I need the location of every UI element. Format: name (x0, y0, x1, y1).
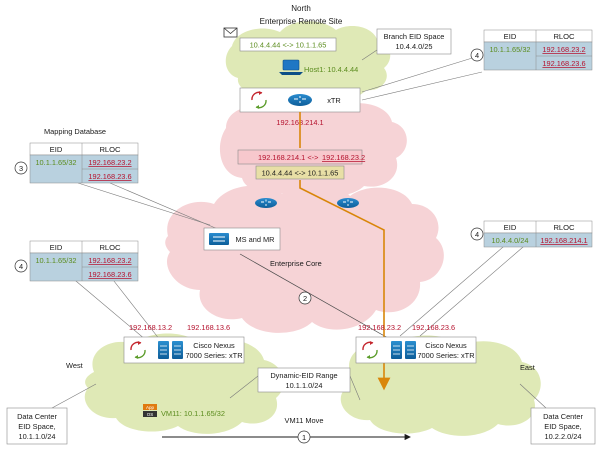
east-nexus-icon-b (405, 341, 416, 359)
eid-mapping-label: 10.4.4.44 <-> 10.1.1.65 (262, 169, 339, 178)
svg-text:10.4.4.0/24: 10.4.4.0/24 (492, 236, 529, 245)
enterprise-core-label: Enterprise Core (270, 259, 322, 268)
west-refresh-arrows-icon (130, 341, 146, 359)
east-refresh-arrows-icon (362, 341, 378, 359)
svg-text:RLOC: RLOC (99, 243, 121, 252)
svg-text:192.168.23.2: 192.168.23.2 (542, 45, 585, 54)
svg-text:192.168.23.6: 192.168.23.6 (88, 270, 131, 279)
svg-text:EID: EID (504, 223, 517, 232)
west-nexus-icon-a (158, 341, 169, 359)
west-dc-line3: 10.1.1.0/24 (19, 432, 56, 441)
north-xtr-label: xTR (327, 96, 341, 105)
traffic-flow-arrow (299, 112, 384, 384)
svg-text:10.1.1.65/32: 10.1.1.65/32 (489, 45, 530, 54)
svg-text:10.1.1.65/32: 10.1.1.65/32 (35, 158, 76, 167)
vm-move-label: VM11 Move (285, 416, 324, 425)
router-icon (288, 94, 312, 106)
rloc-mapping-left: 192.168.214.1 <-> (258, 153, 318, 162)
north-map-cache-table: 4 EID RLOC 10.1.1.65/32 192.168.23.2 192… (470, 29, 593, 71)
north-title: North (291, 4, 311, 13)
svg-text:192.168.23.2: 192.168.23.2 (88, 158, 131, 167)
switch-icon (209, 233, 229, 245)
branch-eid-space-box (376, 28, 452, 55)
enterprise-core-cloud (165, 182, 444, 333)
dynamic-eid-box (257, 367, 351, 393)
west-dc-line2: EID Space, (18, 422, 55, 431)
svg-text:4: 4 (475, 51, 479, 60)
svg-text:EID: EID (50, 243, 63, 252)
mapping-db-table: 3 EID RLOC 10.1.1.65/32 192.168.23.2 192… (14, 142, 139, 184)
mapping-db-title: Mapping Database (44, 127, 106, 136)
west-rloc-b: 192.168.13.6 (187, 323, 230, 332)
dynamic-eid-line1: Dynamic-EID Range (270, 371, 337, 380)
svg-text:10.1.1.65/32: 10.1.1.65/32 (35, 256, 76, 265)
west-dc-callout (6, 407, 68, 445)
east-title: East (520, 363, 535, 372)
west-xtr-box (123, 336, 245, 364)
eid-mapping-box (255, 165, 345, 180)
svg-text:4: 4 (475, 230, 479, 239)
envelope-icon (223, 27, 238, 38)
svg-text:RLOC: RLOC (553, 223, 575, 232)
svg-text:App: App (146, 405, 155, 410)
svg-text:3: 3 (19, 164, 23, 173)
core-router-left-icon (255, 198, 277, 208)
east-dc-line3: 10.2.2.0/24 (545, 432, 582, 441)
east-dc-line1: Data Center (543, 412, 583, 421)
north-mapping-label: 10.4.4.44 <-> 10.1.1.65 (250, 41, 327, 50)
east-nexus-icon-a (391, 341, 402, 359)
east-dc-callout (530, 407, 596, 445)
vm-icon: App OS (143, 404, 157, 417)
east-device-line1: Cisco Nexus (425, 341, 467, 350)
east-map-cache-table: 4 EID RLOC 10.4.4.0/24 192.168.214.1 (470, 220, 593, 248)
svg-text:4: 4 (19, 262, 23, 271)
rloc-mapping-box (237, 149, 363, 165)
east-rloc-b: 192.168.23.6 (412, 323, 455, 332)
table-connector-lines (51, 54, 547, 409)
west-dc-line1: Data Center (17, 412, 57, 421)
branch-eid-space-line2: 10.4.4.0/25 (396, 42, 433, 51)
step-2-badge (298, 291, 312, 305)
refresh-arrows-icon (251, 91, 267, 109)
north-subtitle: Enterprise Remote Site (260, 17, 343, 26)
west-title: West (66, 361, 83, 370)
north-host-label: Host1: 10.4.4.44 (304, 65, 358, 74)
east-dc-line2: EID Space, (544, 422, 581, 431)
vm-label: VM11: 10.1.1.65/32 (161, 409, 225, 418)
svg-text:RLOC: RLOC (99, 145, 121, 154)
step-1-label: 1 (302, 433, 306, 442)
east-device-line2: 7000 Series: xTR (417, 351, 474, 360)
dynamic-eid-line2: 10.1.1.0/24 (286, 381, 323, 390)
west-device-line2: 7000 Series: xTR (185, 351, 242, 360)
west-map-cache-table: 4 EID RLOC 10.1.1.65/32 192.168.23.2 192… (14, 240, 139, 282)
north-transit-cloud (219, 99, 407, 198)
branch-eid-space-line1: Branch EID Space (384, 32, 445, 41)
core-router-right-icon (337, 198, 359, 208)
step-1-badge (297, 430, 311, 444)
rloc-mapping-right: 192.168.23.2 (322, 153, 365, 162)
svg-text:EID: EID (50, 145, 63, 154)
svg-text:192.168.214.1: 192.168.214.1 (540, 236, 587, 245)
east-rloc-a: 192.168.23.2 (358, 323, 401, 332)
north-mapping-box (239, 37, 337, 52)
svg-text:RLOC: RLOC (553, 32, 575, 41)
svg-text:OS: OS (147, 412, 154, 417)
svg-text:192.168.23.6: 192.168.23.6 (88, 172, 131, 181)
step-2-label: 2 (303, 294, 307, 303)
laptop-icon (279, 59, 303, 75)
west-nexus-icon-b (172, 341, 183, 359)
svg-text:192.168.23.2: 192.168.23.2 (88, 256, 131, 265)
svg-text:192.168.23.6: 192.168.23.6 (542, 59, 585, 68)
ms-mr-label: MS and MR (235, 235, 274, 244)
west-device-line1: Cisco Nexus (193, 341, 235, 350)
svg-text:EID: EID (504, 32, 517, 41)
west-rloc-a: 192.168.13.2 (129, 323, 172, 332)
